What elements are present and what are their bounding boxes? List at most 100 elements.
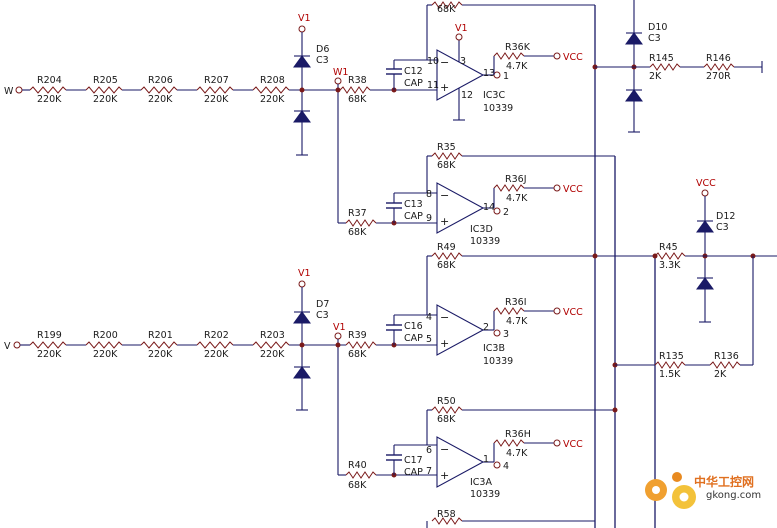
- d12-vcc-label: VCC: [696, 178, 716, 189]
- ic3c-pin-minus: 10: [427, 56, 439, 67]
- r35-ref: R35: [437, 142, 456, 153]
- r199-value: 220K: [37, 349, 62, 360]
- r40-ref: R40: [348, 460, 367, 471]
- ic3d-out-number: 2: [503, 207, 509, 218]
- ic3c-v1-label: V1: [455, 23, 468, 34]
- c16-value: CAP: [404, 333, 423, 344]
- c12-ref: C12: [404, 66, 423, 77]
- ic3c-pin-vcc: 3: [460, 56, 466, 67]
- d6-value: C3: [316, 55, 329, 66]
- r135-value: 1.5K: [659, 369, 681, 380]
- r35-resistor: [431, 152, 463, 160]
- r38-resistor: [339, 86, 371, 94]
- v-input-chain: V R199 220K R200 220K R201 220K R202 220…: [4, 330, 346, 360]
- d6-diode-lower: [293, 110, 311, 123]
- ic3d-minus: −: [440, 189, 449, 202]
- r204-value: 220K: [37, 94, 62, 105]
- r40-resistor: [345, 471, 377, 479]
- r36j-value: 4.7K: [506, 193, 528, 204]
- r49-resistor: [431, 252, 463, 260]
- r39-value: 68K: [348, 349, 367, 360]
- ic3b-minus: −: [440, 311, 449, 324]
- w-input-label: W: [4, 86, 14, 97]
- ic3c-plus: +: [440, 81, 449, 94]
- r145-ref: R145: [649, 53, 674, 64]
- r36k-resistor: [493, 52, 525, 60]
- r207-ref: R207: [204, 75, 229, 86]
- r202-ref: R202: [204, 330, 229, 341]
- r37-value: 68K: [348, 227, 367, 238]
- w1-node: W1: [333, 67, 348, 224]
- r36k-vcc-label: VCC: [563, 52, 583, 63]
- r36j-ref: R36J: [505, 174, 527, 185]
- ic3a-part: 10339: [470, 489, 500, 500]
- d7-value: C3: [316, 310, 329, 321]
- d7-clamp: V1 D7 C3: [293, 268, 329, 411]
- r36h-ref: R36H: [505, 429, 531, 440]
- r201-value: 220K: [148, 349, 173, 360]
- ic3d-plus: +: [440, 215, 449, 228]
- r45-resistor: [654, 252, 686, 260]
- r38-ref: R38: [348, 75, 367, 86]
- r206-resistor: [140, 86, 178, 94]
- w1-net-label: W1: [333, 67, 348, 78]
- w-input-chain: W R204 220K R205 220K R206 220K R207 220…: [4, 75, 340, 105]
- r38-value: 68K: [348, 94, 367, 105]
- r45-value: 3.3K: [659, 260, 681, 271]
- c12-capacitor: C12 CAP: [386, 59, 437, 90]
- r50-value: 68K: [437, 414, 456, 425]
- d12-ref: D12: [716, 211, 735, 222]
- d10-ref: D10: [648, 22, 667, 33]
- c16-ref: C16: [404, 321, 423, 332]
- ic3a-out-number: 4: [503, 461, 509, 472]
- r36i-vcc-label: VCC: [563, 307, 583, 318]
- r135-resistor: [654, 361, 686, 369]
- ic3b-pin-minus: 4: [426, 312, 432, 323]
- r205-ref: R205: [93, 75, 118, 86]
- r207-resistor: [196, 86, 234, 94]
- ic3c-opamp: − + 10 11 V1 3 12 13 1 IC3C 10339: [427, 23, 513, 121]
- v-input-terminal: [13, 341, 21, 349]
- ic3b-pin-plus: 5: [426, 334, 432, 345]
- ic3a-plus: +: [440, 469, 449, 482]
- r200-ref: R200: [93, 330, 118, 341]
- r39-resistor: [345, 341, 377, 349]
- r203-ref: R203: [260, 330, 285, 341]
- d10-diode-upper: [625, 32, 643, 45]
- r205-value: 220K: [93, 94, 118, 105]
- r36i-value: 4.7K: [506, 316, 528, 327]
- rtop-resistor: [431, 1, 463, 9]
- d12-value: C3: [716, 222, 729, 233]
- ic3a-minus: −: [440, 443, 449, 456]
- r136-ref: R136: [714, 351, 739, 362]
- r36h-value: 4.7K: [506, 448, 528, 459]
- r203-value: 220K: [260, 349, 285, 360]
- c13-ref: C13: [404, 199, 423, 210]
- gear-logo-icon: [645, 472, 696, 509]
- ic3d-ref: IC3D: [470, 224, 493, 235]
- rtop-value: 68K: [437, 4, 456, 15]
- d12-diode-upper: [696, 220, 714, 233]
- ic3b-plus: +: [440, 337, 449, 350]
- r58-resistor: [431, 517, 463, 525]
- r205-resistor: [85, 86, 123, 94]
- d10-value: C3: [648, 33, 661, 44]
- r37-ref: R37: [348, 208, 367, 219]
- r39-ref: R39: [348, 330, 367, 341]
- ic3b-out-number: 3: [503, 329, 509, 340]
- r201-ref: R201: [148, 330, 173, 341]
- d7-diode-lower: [293, 366, 311, 379]
- ic3b-part: 10339: [483, 356, 513, 367]
- r45-ref: R45: [659, 242, 678, 253]
- d12-clamp: VCC D12 C3: [696, 178, 735, 323]
- c17-ref: C17: [404, 455, 423, 466]
- r207-value: 220K: [204, 94, 229, 105]
- v1-net-label-node: V1: [333, 322, 346, 333]
- ic3a-pin-minus: 6: [426, 445, 432, 456]
- r37-resistor: [345, 219, 377, 227]
- r36k-value: 4.7K: [506, 61, 528, 72]
- r208-value: 220K: [260, 94, 285, 105]
- v-input-label: V: [4, 341, 11, 352]
- ic3d-opamp: − + 8 9 14 2 IC3D 10339: [426, 182, 509, 247]
- r135-ref: R135: [659, 351, 684, 362]
